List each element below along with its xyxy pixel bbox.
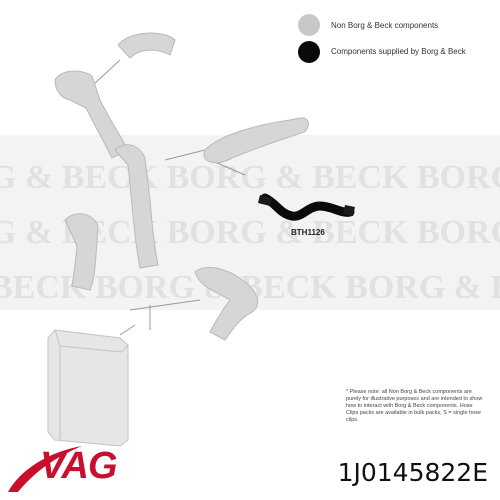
black-hose: [258, 193, 355, 221]
brand-logo: VAG: [40, 445, 118, 487]
grey-hose-assembly: [47, 32, 309, 447]
legend-non-bb-label: Non Borg & Beck components: [331, 21, 439, 30]
svg-text:G & BECK BORG & BECK BORG: G & BECK BORG & BECK BORG: [0, 159, 500, 196]
part-label: BTH1126: [291, 228, 325, 237]
legend-grey-dot: [298, 14, 320, 36]
vag-swoosh-icon: [8, 446, 82, 492]
legend-bb-label: Components supplied by Borg & Beck: [331, 47, 466, 56]
illustration-note: * Please note: all Non Borg & Beck compo…: [346, 389, 483, 423]
intercooler: [47, 329, 129, 447]
legend-black-dot: [298, 41, 320, 63]
part-number: 1J0145822E: [337, 458, 488, 487]
